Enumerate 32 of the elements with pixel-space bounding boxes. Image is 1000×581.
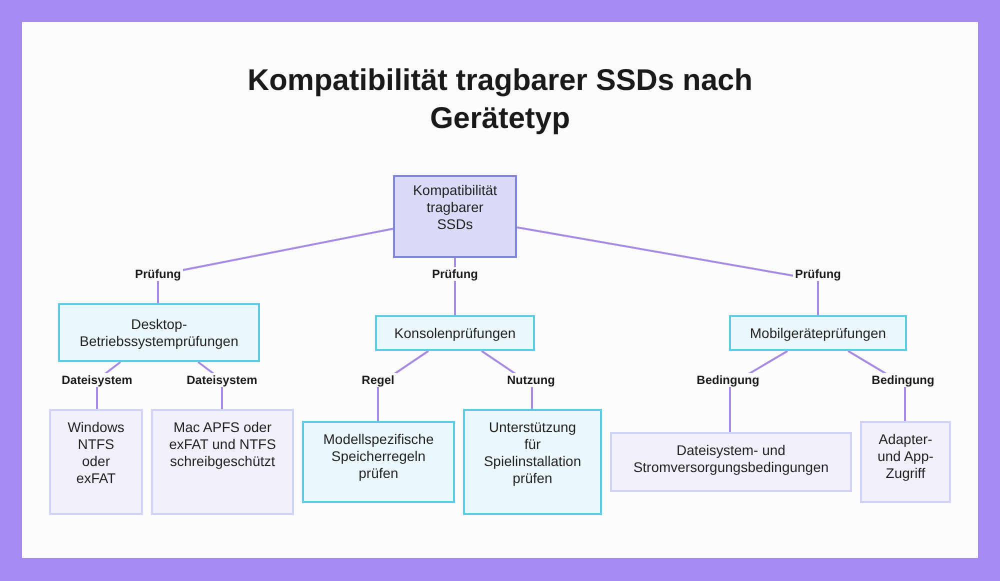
edge-label: Prüfung bbox=[430, 267, 480, 281]
node-text: Kompatibilität tragbarer SSDs bbox=[412, 182, 498, 233]
connector bbox=[516, 226, 819, 315]
node-text: Modellspezifische Speicherregeln prüfen bbox=[322, 431, 435, 482]
node-text: Unterstützung für Spielinstallation prüfen bbox=[482, 419, 582, 487]
category-box bbox=[151, 409, 294, 515]
node-text: Desktop-Betriebssystemprüfungen bbox=[78, 316, 240, 350]
node-text: Dateisystem- und Stromversorgungsbedingungen bbox=[632, 442, 830, 476]
category-box bbox=[610, 432, 852, 492]
category-box bbox=[463, 409, 602, 515]
edge-label: Bedingung bbox=[870, 373, 936, 387]
title: Kompatibilität tragbarer SSDs nach Gerätetyp bbox=[246, 63, 754, 137]
category-box bbox=[58, 303, 260, 362]
node-text: Adapter- und App-Zugriff bbox=[876, 431, 935, 482]
edge-label: Prüfung bbox=[133, 267, 183, 281]
node-text: Windows NTFS oder exFAT bbox=[66, 419, 126, 487]
edge-label: Bedingung bbox=[694, 373, 762, 387]
edge-label: Nutzung bbox=[505, 373, 557, 387]
edge-label: Dateisystem bbox=[60, 373, 134, 387]
category-box bbox=[302, 421, 455, 503]
category-box bbox=[49, 409, 143, 515]
edge-label: Regel bbox=[360, 373, 396, 387]
category-box bbox=[375, 315, 535, 351]
edge-label: Prüfung bbox=[793, 267, 843, 281]
edge-label: Dateisystem bbox=[184, 373, 260, 387]
node-text: Konsolenprüfungen bbox=[394, 324, 516, 342]
category-box bbox=[860, 421, 951, 503]
connector bbox=[157, 228, 394, 303]
category-box bbox=[729, 315, 907, 351]
node-text: Mobilgeräteprüfungen bbox=[750, 324, 886, 342]
node-text: Mac APFS oder exFAT und NTFS schreibgeschützt bbox=[168, 419, 277, 470]
root-box bbox=[393, 175, 517, 258]
